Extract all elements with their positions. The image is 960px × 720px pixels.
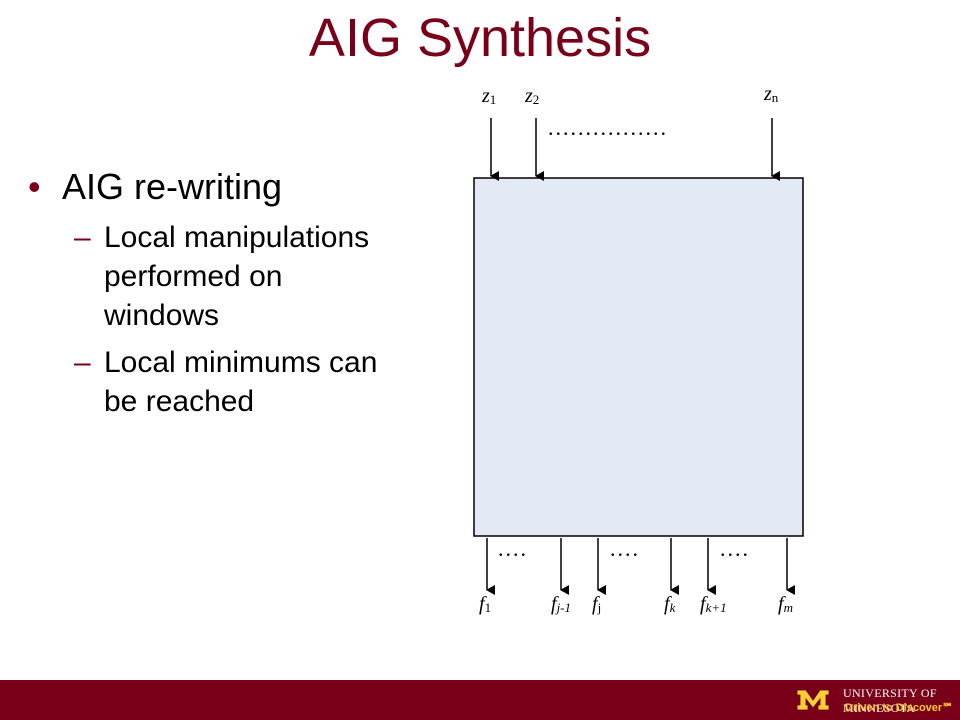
output-label: fj xyxy=(592,593,601,615)
sub-bullet-dash-icon: – xyxy=(74,221,91,254)
input-label: zn xyxy=(763,83,779,105)
output-label: fm xyxy=(778,593,793,615)
output-label: fk+1 xyxy=(700,593,727,615)
university-tagline: Driven to Discover℠ xyxy=(845,702,954,714)
sub-bullet: – Local minimums can be reached xyxy=(28,343,388,421)
output-label: f1 xyxy=(479,593,491,615)
sub-bullet: – Local manipulations performed on windo… xyxy=(28,218,388,335)
university-name: UNIVERSITY OF MINNESOTA xyxy=(843,686,937,715)
university-m-logo-icon xyxy=(796,689,830,711)
sub-bullet-dash-icon: – xyxy=(74,346,91,379)
sub-bullet-text: Local minimums can be reached xyxy=(104,346,378,418)
output-label: fk xyxy=(664,593,676,615)
bullet-list: • AIG re-writing – Local manipulations p… xyxy=(28,164,388,421)
logic-block xyxy=(473,177,804,537)
input-ellipsis: ................ xyxy=(548,115,668,140)
bullet-dot-icon: • xyxy=(28,166,41,207)
bullet-main: • AIG re-writing xyxy=(28,164,388,210)
input-label: z2 xyxy=(524,85,539,107)
output-ellipsis: .... xyxy=(610,536,640,561)
input-label: z1 xyxy=(481,85,496,107)
output-label: fj-1 xyxy=(551,593,571,615)
output-ellipsis: .... xyxy=(498,536,528,561)
circuit-diagram: z1 z2 zn ................ .... .... ....… xyxy=(473,83,804,615)
sub-bullet-text: Local manipulations performed on windows xyxy=(104,221,370,332)
output-ellipsis: .... xyxy=(720,536,750,561)
bullet-main-text: AIG re-writing xyxy=(62,166,283,207)
slide-title: AIG Synthesis xyxy=(308,8,652,68)
